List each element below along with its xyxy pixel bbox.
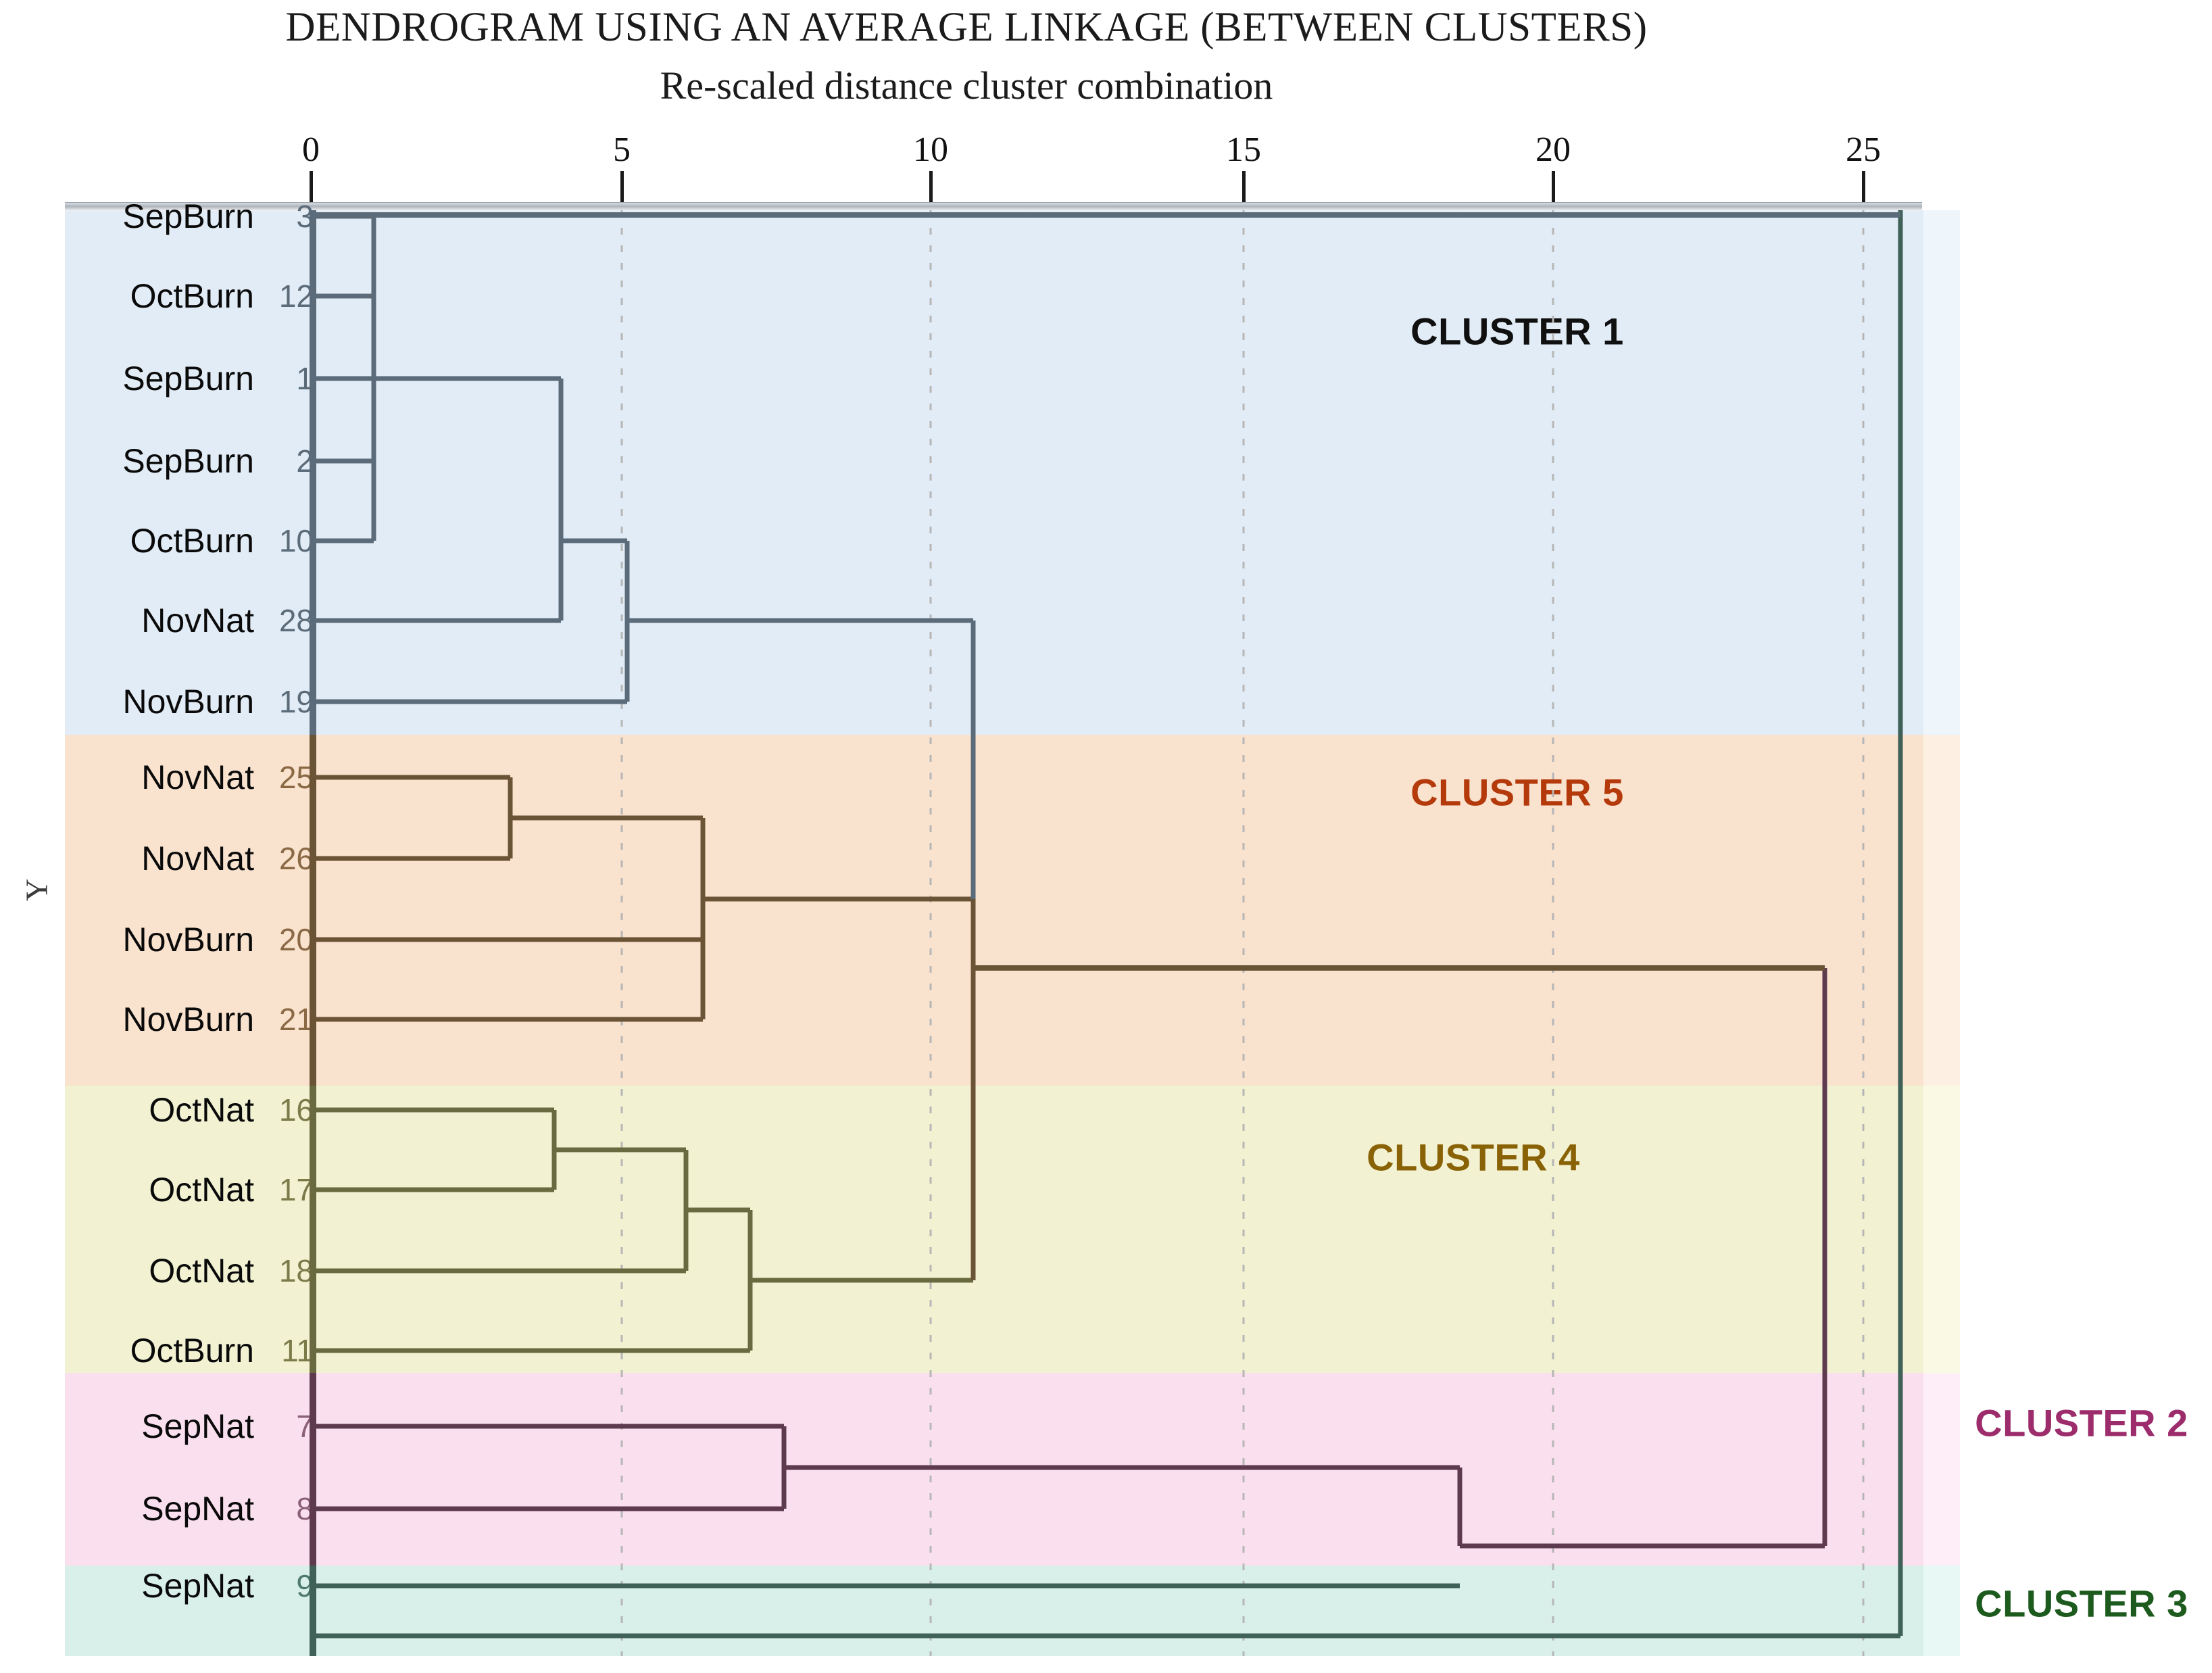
cluster-caption-1: CLUSTER 1 <box>1410 310 1624 353</box>
leaf-label-name: SepNat <box>141 1567 254 1605</box>
x-tick-label-20: 20 <box>1535 130 1571 169</box>
cluster-halo-4 <box>1923 1086 1960 1373</box>
x-tick-mark-20 <box>1552 171 1555 203</box>
leaf-label-name: NovNat <box>141 602 254 639</box>
cluster-3-branches <box>310 210 1903 1656</box>
x-tick-label-25: 25 <box>1846 130 1881 169</box>
leaf-label-name: SepBurn <box>122 360 254 397</box>
x-tick-label-0: 0 <box>302 130 320 169</box>
leaf-label-name: SepBurn <box>122 442 254 480</box>
cluster-4-branches <box>310 1086 973 1373</box>
x-tick-label-10: 10 <box>913 130 948 169</box>
root-merges <box>313 212 1900 1280</box>
cluster-caption-5: CLUSTER 5 <box>1410 771 1624 814</box>
axis-bar <box>65 202 1922 211</box>
leaf-label-name: NovNat <box>141 840 254 877</box>
cluster-band-3 <box>65 1566 1923 1656</box>
leaf-label-num: 21 <box>278 1002 314 1037</box>
leaf-label-num: 20 <box>278 922 314 957</box>
leaf-label-num: 25 <box>278 760 314 795</box>
leaf-label-num: 26 <box>278 841 314 876</box>
x-tick-label-15: 15 <box>1226 130 1261 169</box>
x-tick-mark-5 <box>620 171 624 203</box>
leaf-label-name: OctNat <box>149 1171 254 1209</box>
leaf-label-name: NovBurn <box>122 683 254 721</box>
leaf-label-name: OctNat <box>149 1091 254 1129</box>
leaf-label-name: SepBurn <box>122 197 254 235</box>
cluster-1-branches <box>310 210 973 735</box>
chart-subtitle: Re-scaled distance cluster combination <box>660 64 1273 107</box>
x-tick-mark-0 <box>310 171 313 203</box>
cluster-band-4 <box>65 1086 1923 1373</box>
cluster-halo-2 <box>1923 1373 1960 1566</box>
cluster-halo-1 <box>1923 210 1960 735</box>
leaf-label-name: OctBurn <box>130 277 254 315</box>
leaf-label-name: NovBurn <box>122 921 254 959</box>
leaf-label-num: 18 <box>278 1253 314 1288</box>
x-tick-mark-25 <box>1862 171 1865 203</box>
leaf-label-num: 28 <box>278 603 314 638</box>
leaf-label-name: SepNat <box>141 1490 254 1528</box>
cluster-halo-3 <box>1923 1566 1960 1656</box>
leaf-label-num: 16 <box>278 1092 314 1128</box>
leaf-label-name: NovNat <box>141 758 254 796</box>
x-tick-mark-15 <box>1242 171 1246 203</box>
x-tick-label-5: 5 <box>613 130 631 169</box>
leaf-label-name: SepNat <box>141 1407 254 1445</box>
leaf-label-name: OctNat <box>149 1252 254 1290</box>
leaf-label-num: 11 <box>281 1333 314 1368</box>
chart-title: DENDROGRAM USING AN AVERAGE LINKAGE (BET… <box>285 5 1648 50</box>
cluster-caption-4: CLUSTER 4 <box>1367 1136 1580 1179</box>
leaf-label-name: OctBurn <box>130 1332 254 1369</box>
cluster-halo-5 <box>1923 735 1960 1086</box>
leaf-label-name: OctBurn <box>130 522 254 560</box>
gridlines <box>620 210 1865 1656</box>
x-tick-mark-10 <box>929 171 933 203</box>
leaf-label-num: 12 <box>278 278 314 314</box>
cluster-caption-3: CLUSTER 3 <box>1975 1582 2188 1625</box>
cluster-2-branches <box>310 968 1827 1566</box>
leaf-label-num: 10 <box>278 523 314 558</box>
leaf-label-num: 17 <box>278 1172 314 1207</box>
cluster-5-branches <box>310 735 973 1086</box>
cluster-band-5 <box>65 735 1923 1086</box>
cluster-caption-2: CLUSTER 2 <box>1975 1401 2188 1445</box>
leaf-label-name: NovBurn <box>122 1000 254 1038</box>
leaf-label-num: 19 <box>278 684 314 719</box>
